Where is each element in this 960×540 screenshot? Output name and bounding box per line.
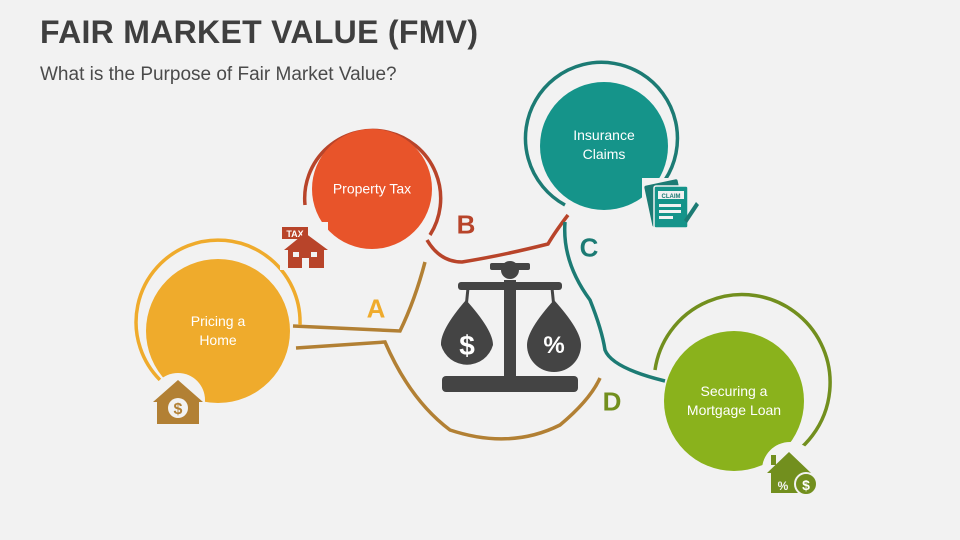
letter-a: A: [366, 293, 386, 324]
connector-a-lower: [295, 340, 602, 441]
label-mortgage-loan: Securing a Mortgage Loan: [686, 383, 782, 418]
balance-scale-icon: [440, 261, 581, 392]
circle-property-tax: [312, 129, 432, 249]
house-dollar-icon: $: [151, 373, 205, 427]
ring-d: [653, 292, 832, 464]
connector-b: [425, 213, 570, 264]
svg-text:%: %: [778, 479, 789, 493]
scale-percent-symbol: %: [543, 332, 564, 359]
label-pricing-home: Pricing a Home: [190, 313, 246, 348]
svg-text:$: $: [174, 401, 183, 418]
letter-d: D: [602, 386, 622, 417]
scale-dollar-symbol: $: [459, 330, 475, 361]
circle-insurance-claims: [540, 82, 668, 210]
svg-text:$: $: [802, 477, 810, 493]
svg-text:CLAIM: CLAIM: [662, 194, 681, 200]
label-insurance-claims: Insurance Claims: [573, 127, 635, 162]
claim-document-icon: CLAIM: [642, 178, 699, 230]
ring-c: [523, 60, 680, 207]
mortgage-house-icon: % $: [762, 442, 818, 498]
circle-pricing-home: [146, 259, 290, 403]
ring-a: [134, 238, 302, 382]
tax-house-icon: TAX: [280, 222, 328, 270]
letter-c: C: [579, 232, 599, 263]
connector-c: [562, 221, 666, 383]
connector-a: [292, 261, 427, 333]
letter-b: B: [456, 209, 476, 240]
page-subtitle: What is the Purpose of Fair Market Value…: [40, 64, 397, 85]
page-title: FAIR MARKET VALUE (FMV): [40, 14, 479, 50]
label-property-tax: Property Tax: [332, 180, 412, 197]
svg-text:TAX: TAX: [286, 229, 303, 239]
circle-mortgage-loan: [664, 331, 804, 471]
